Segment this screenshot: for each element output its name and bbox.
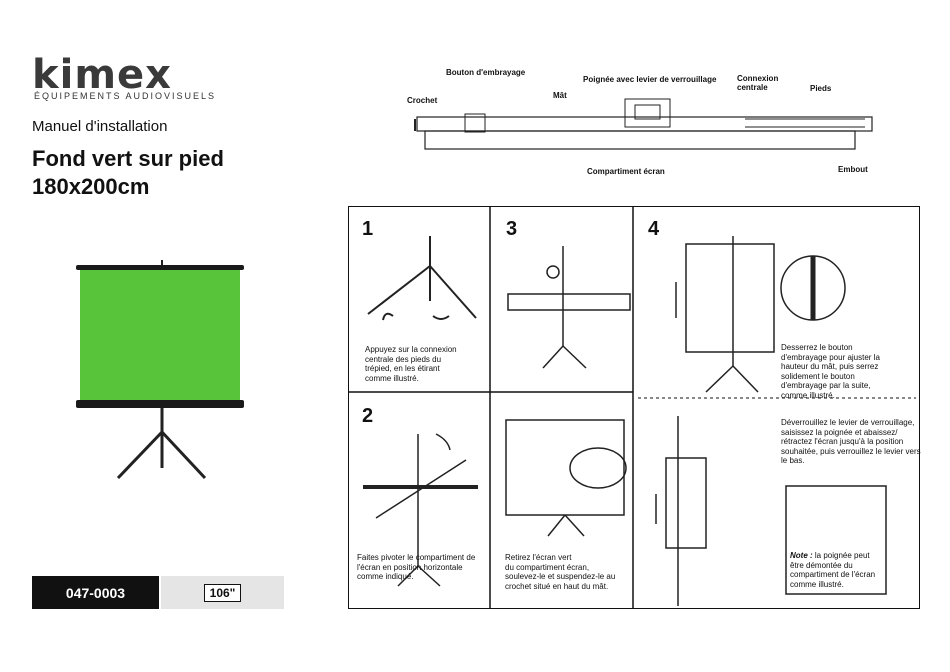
label-crochet: Crochet	[407, 96, 438, 105]
step-2-caption: Faites pivoter le compartiment de l'écra…	[357, 553, 476, 581]
doc-type: Manuel d'installation	[32, 118, 168, 135]
step-4-number: 4	[648, 218, 660, 240]
doc-title-line1: Fond vert sur pied	[32, 146, 224, 171]
step-4b-note: Note : la poignée peut être démontée du …	[790, 551, 876, 589]
label-embout: Embout	[838, 165, 868, 174]
step-1-caption: Appuyez sur la connexion centrale des pi…	[365, 345, 457, 383]
product-illustration	[0, 200, 320, 490]
step-3-caption: Retirez l'écran vert du compartiment écr…	[505, 553, 616, 591]
product-size: 106"	[203, 583, 242, 602]
step-4b-caption: Déverrouillez le levier de verrouillage,…	[781, 418, 921, 465]
note-label: Note :	[790, 551, 813, 560]
steps-panel	[348, 206, 920, 609]
label-connexion-l2: centrale	[737, 83, 768, 92]
step-1-number: 1	[362, 218, 374, 240]
label-bouton: Bouton d'embrayage	[446, 68, 526, 77]
product-size-box: 106"	[161, 576, 284, 609]
label-mat: Mât	[553, 91, 567, 100]
parts-diagram	[414, 98, 873, 150]
step-3-number: 3	[506, 218, 518, 240]
brand-tagline: ÉQUIPEMENTS AUDIOVISUELS	[34, 91, 217, 101]
step-2-number: 2	[362, 405, 374, 427]
label-pieds: Pieds	[810, 84, 832, 93]
label-compartiment: Compartiment écran	[587, 167, 665, 176]
label-poignee: Poignée avec levier de verrouillage	[583, 75, 717, 84]
brand-logo: kimex	[32, 52, 172, 98]
step-4-caption: Desserrez le bouton d'embrayage pour aju…	[781, 343, 880, 400]
product-sku: 047-0003	[32, 576, 159, 609]
doc-title-line2: 180x200cm	[32, 174, 150, 199]
green-screen	[80, 270, 240, 400]
label-connexion-l1: Connexion	[737, 74, 779, 83]
steps-grid	[348, 206, 916, 609]
